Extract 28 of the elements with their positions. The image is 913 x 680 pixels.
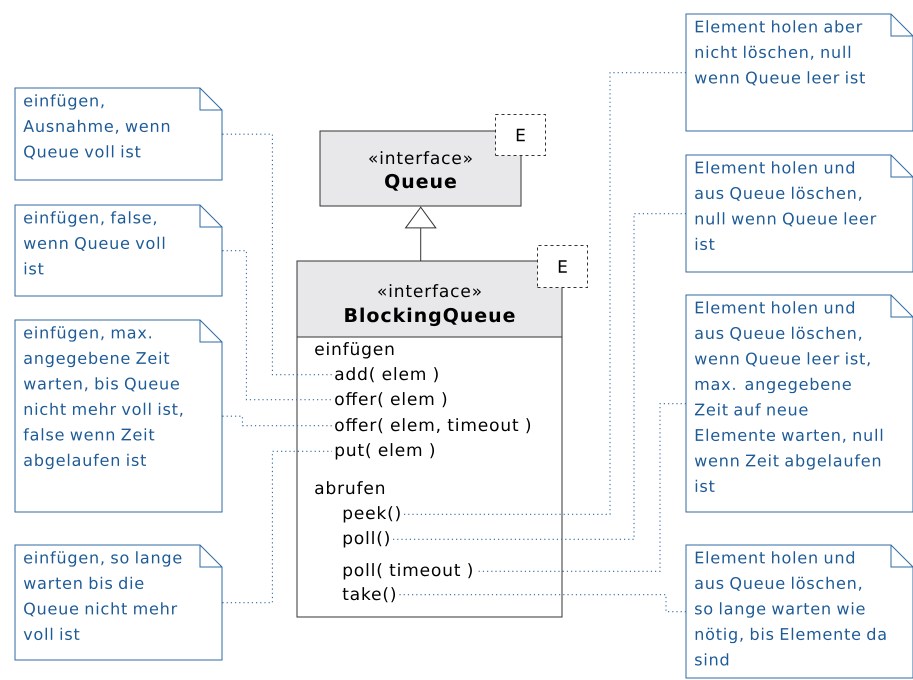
- method-label: put( elem ): [336, 443, 434, 460]
- leader-line: [392, 213, 686, 540]
- note: einfügen, max. angegebene Zeit warten, bis Queue nicht mehr voll ist, false wenn Zeit abgelaufen ist: [14, 320, 222, 512]
- template-parameter: E: [495, 114, 546, 156]
- note: einfügen, false, wenn Queue voll ist: [14, 204, 222, 296]
- note: Element holen und aus Queue löschen, null wenn Queue leer ist: [686, 154, 913, 272]
- leader-line: [222, 250, 332, 400]
- method-label: poll(): [344, 531, 389, 548]
- node-label: BlockingQueue: [345, 308, 515, 326]
- leader-line: [222, 450, 332, 604]
- node-label: «interface»: [378, 284, 481, 298]
- leader-line: [222, 416, 332, 426]
- template-parameter: E: [537, 245, 588, 288]
- method-label: offer( elem, timeout ): [335, 418, 530, 434]
- leader-line: [476, 403, 686, 572]
- method-label: add( elem ): [335, 367, 438, 382]
- note: Element holen aber nicht löschen, null wenn Queue leer ist: [686, 14, 913, 132]
- method-label: poll( timeout ): [344, 563, 472, 580]
- method-label: peek(): [344, 506, 400, 523]
- method-label: offer( elem ): [335, 392, 446, 408]
- note: Element holen und aus Queue löschen, wenn Queue leer ist, max. angegebene Zeit auf neue Elemente warten, null wenn Zeit abgelaufen ist: [686, 294, 913, 512]
- method-label: take(): [342, 587, 396, 602]
- note: einfügen, so lange warten bis die Queue nicht mehr voll ist: [14, 544, 222, 660]
- leader-line: [403, 72, 686, 515]
- leader-line: [398, 594, 686, 612]
- leader-line: [222, 134, 332, 376]
- note: einfügen, Ausnahme, wenn Queue voll ist: [14, 88, 222, 180]
- note: Element holen und aus Queue löschen, so lange warten wie nötig, bis Elemente da sind: [686, 544, 913, 678]
